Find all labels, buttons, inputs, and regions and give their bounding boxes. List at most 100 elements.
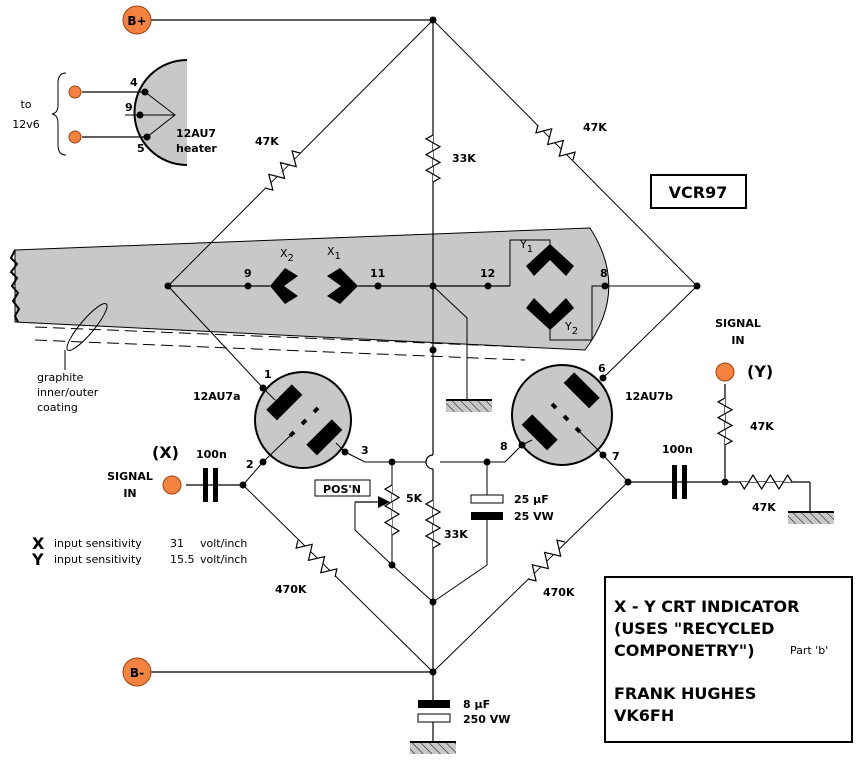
svg-text:input sensitivity: input sensitivity — [54, 537, 142, 550]
title-callsign: VK6FH — [614, 706, 674, 725]
resistor-bot-right — [527, 539, 566, 582]
title-line-2: (USES "RECYCLED — [614, 619, 774, 638]
svg-text:input sensitivity: input sensitivity — [54, 553, 142, 566]
resistor-y-gnd — [739, 473, 793, 491]
resistor-bot-left — [295, 539, 338, 578]
tube-12au7a — [254, 371, 352, 469]
tube-a-pin-1: 1 — [264, 368, 272, 381]
resistor-pot — [383, 484, 401, 536]
heater-terminal-1[interactable] — [68, 85, 82, 99]
resistor-top-mid — [424, 134, 442, 183]
plate-x2-label: X2 — [280, 247, 294, 264]
plate-x1 — [327, 268, 358, 304]
r-y-gnd-label: 47K — [752, 501, 776, 514]
plate-y1-label: Y1 — [519, 238, 533, 255]
title-line-3: COMPONETRY") — [614, 641, 755, 660]
tube-a-pin-3: 3 — [361, 444, 369, 457]
pot-value-label: 5K — [406, 492, 423, 505]
ground-y-input — [788, 511, 834, 524]
sensitivity-y: Y input sensitivity 15.5 volt/inch — [31, 550, 247, 569]
svg-text:volt/inch: volt/inch — [200, 553, 247, 566]
title-line-1: X - Y CRT INDICATOR — [614, 597, 799, 616]
capacitor-cathode — [470, 494, 504, 520]
pos-n-box — [314, 479, 371, 497]
r-bot-left-label: 470K — [275, 583, 307, 596]
capacitor-x-input — [203, 468, 218, 502]
r-bot-mid-label: 33K — [444, 528, 468, 541]
junctions — [136, 16, 729, 676]
coating-inner-line — [34, 326, 526, 348]
resistor-top-left — [264, 150, 301, 191]
crt-broken-edge — [9, 249, 21, 323]
plate-y2-label: Y2 — [564, 320, 578, 337]
coating-label-1: graphite — [37, 371, 84, 384]
coating-label-3: coating — [37, 401, 78, 414]
tube-b-label: 12AU7b — [625, 390, 673, 403]
crt-pin-9: 9 — [244, 267, 252, 280]
c-x-label: 100n — [196, 448, 227, 461]
heater-supply-label: 12v6 — [12, 118, 40, 131]
heater-pin-4: 4 — [130, 76, 138, 89]
title-block — [604, 576, 853, 743]
b-plus-terminal[interactable] — [122, 5, 152, 35]
heater-pin-5: 5 — [137, 142, 145, 155]
heater-pin-9: 9 — [125, 101, 133, 114]
plate-x1-label: X1 — [327, 245, 341, 262]
y-signal-label-2: IN — [731, 334, 744, 347]
capacitor-y-input — [672, 465, 687, 499]
heater-terminal-2[interactable] — [68, 130, 82, 144]
heater-to-label: to — [20, 98, 31, 111]
svg-text:Y: Y — [31, 550, 44, 569]
pot-label: POS'N — [323, 483, 361, 496]
y-axis-label: (Y) — [747, 362, 773, 381]
capacitor-supply — [417, 700, 451, 723]
x-signal-terminal[interactable] — [162, 475, 182, 495]
resistors — [264, 124, 793, 582]
sensitivity-x: X input sensitivity 31 volt/inch — [32, 534, 247, 553]
svg-text:31: 31 — [170, 537, 184, 550]
c-cath-rating: 25 VW — [514, 510, 554, 523]
c-supply-rating: 250 VW — [463, 713, 510, 726]
tube-a-label: 12AU7a — [193, 390, 241, 403]
r-top-right-label: 47K — [583, 121, 607, 134]
b-plus-label: B+ — [127, 14, 146, 28]
b-minus-terminal[interactable] — [122, 657, 152, 687]
pot-wiper-arrow-icon — [378, 496, 390, 508]
tube-12au7b — [511, 364, 613, 466]
svg-text:volt/inch: volt/inch — [200, 537, 247, 550]
heater-symbol — [51, 59, 188, 166]
title-author: FRANK HUGHES — [614, 684, 756, 703]
crt-envelope — [14, 227, 610, 351]
resistor-y-in — [716, 397, 734, 446]
coating-outer-line — [34, 339, 526, 361]
coating-callout-ellipse — [66, 303, 108, 351]
crt-pin-11: 11 — [370, 267, 385, 280]
r-bot-right-label: 470K — [543, 586, 575, 599]
ground-supply — [410, 741, 456, 754]
tube-b-pin-7: 7 — [612, 450, 620, 463]
heater-tube-label: 12AU7 — [176, 127, 216, 140]
y-signal-terminal[interactable] — [715, 362, 735, 382]
coating-label-2: inner/outer — [37, 386, 99, 399]
heater-label: heater — [176, 142, 217, 155]
crt-pin-8: 8 — [600, 267, 608, 280]
crt-type-label: VCR97 — [669, 183, 728, 202]
r-top-mid-label: 33K — [452, 152, 476, 165]
x-signal-label-1: SIGNAL — [107, 470, 153, 483]
c-y-label: 100n — [662, 443, 693, 456]
x-signal-label-2: IN — [123, 487, 136, 500]
crt-type-box — [650, 174, 747, 209]
c-cath-value: 25 µF — [514, 493, 549, 506]
r-y-in-label: 47K — [750, 420, 774, 433]
c-supply-value: 8 µF — [463, 698, 490, 711]
tube-b-pin-8: 8 — [500, 440, 508, 453]
r-top-left-label: 47K — [255, 135, 279, 148]
tube-a-pin-2: 2 — [246, 458, 254, 471]
plate-y2 — [526, 298, 574, 330]
y-signal-label-1: SIGNAL — [715, 317, 761, 330]
svg-text:15.5: 15.5 — [170, 553, 195, 566]
plate-y1 — [526, 244, 574, 276]
plate-x2 — [270, 268, 298, 304]
